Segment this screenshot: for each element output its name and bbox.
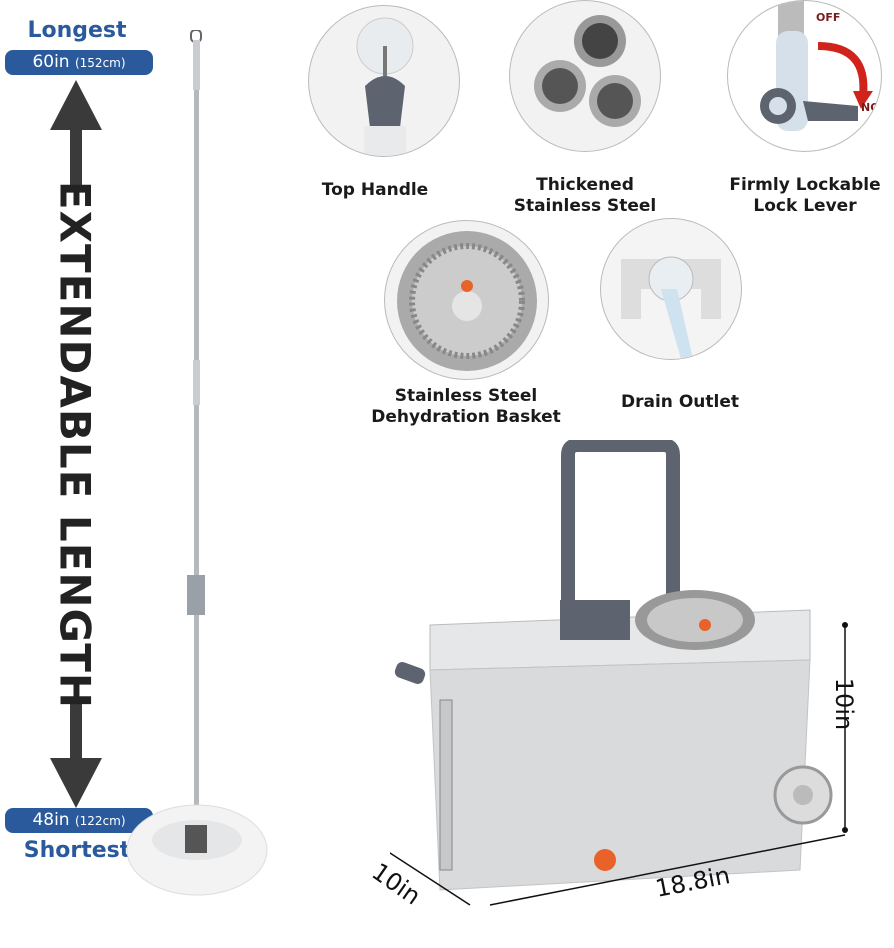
lock-lever-image: OFF NO bbox=[727, 0, 882, 152]
longest-metric: (152cm) bbox=[74, 56, 126, 70]
longest-label: Longest bbox=[27, 18, 127, 43]
caption-line: Top Handle bbox=[321, 180, 429, 200]
feature-caption-top-handle: Top Handle bbox=[265, 180, 485, 201]
lock-lever-icon bbox=[760, 1, 873, 131]
longest-value-badge: 60in (152cm) bbox=[5, 50, 153, 75]
caption-line: Stainless Steel bbox=[513, 196, 657, 216]
double-arrow-icon bbox=[50, 80, 102, 808]
caption-line: Thickened bbox=[536, 175, 634, 195]
top-handle-image bbox=[308, 5, 460, 157]
lever-on-label: NO bbox=[861, 101, 880, 114]
shortest-metric: (122cm) bbox=[74, 814, 126, 828]
feature-caption-drain: Drain Outlet bbox=[570, 392, 790, 413]
stainless-steel-image bbox=[509, 0, 661, 152]
drain-icon bbox=[621, 256, 721, 359]
caption-line: Drain Outlet bbox=[621, 392, 739, 412]
dehydration-basket-image bbox=[384, 220, 549, 380]
drain-outlet-image bbox=[600, 218, 742, 360]
lever-off-label: OFF bbox=[816, 11, 841, 24]
caption-line: Stainless Steel bbox=[394, 386, 538, 406]
caption-line: Dehydration Basket bbox=[371, 407, 561, 427]
bucket-illustration bbox=[390, 440, 848, 906]
shortest-value-badge: 48in (122cm) bbox=[5, 808, 153, 833]
dimension-height: 10in bbox=[830, 677, 859, 731]
caption-line: Firmly Lockable bbox=[729, 175, 881, 195]
extendable-length-headline: EXTENDABLE LENGTH bbox=[50, 180, 100, 710]
shortest-label: Shortest bbox=[23, 838, 131, 863]
hook-icon bbox=[356, 17, 414, 156]
caption-line: Lock Lever bbox=[753, 196, 857, 216]
longest-value: 60in bbox=[32, 52, 70, 72]
shortest-value: 48in bbox=[32, 810, 70, 830]
mop-illustration bbox=[126, 30, 268, 896]
steel-tubes-icon bbox=[534, 15, 641, 127]
basket-icon bbox=[397, 231, 537, 371]
